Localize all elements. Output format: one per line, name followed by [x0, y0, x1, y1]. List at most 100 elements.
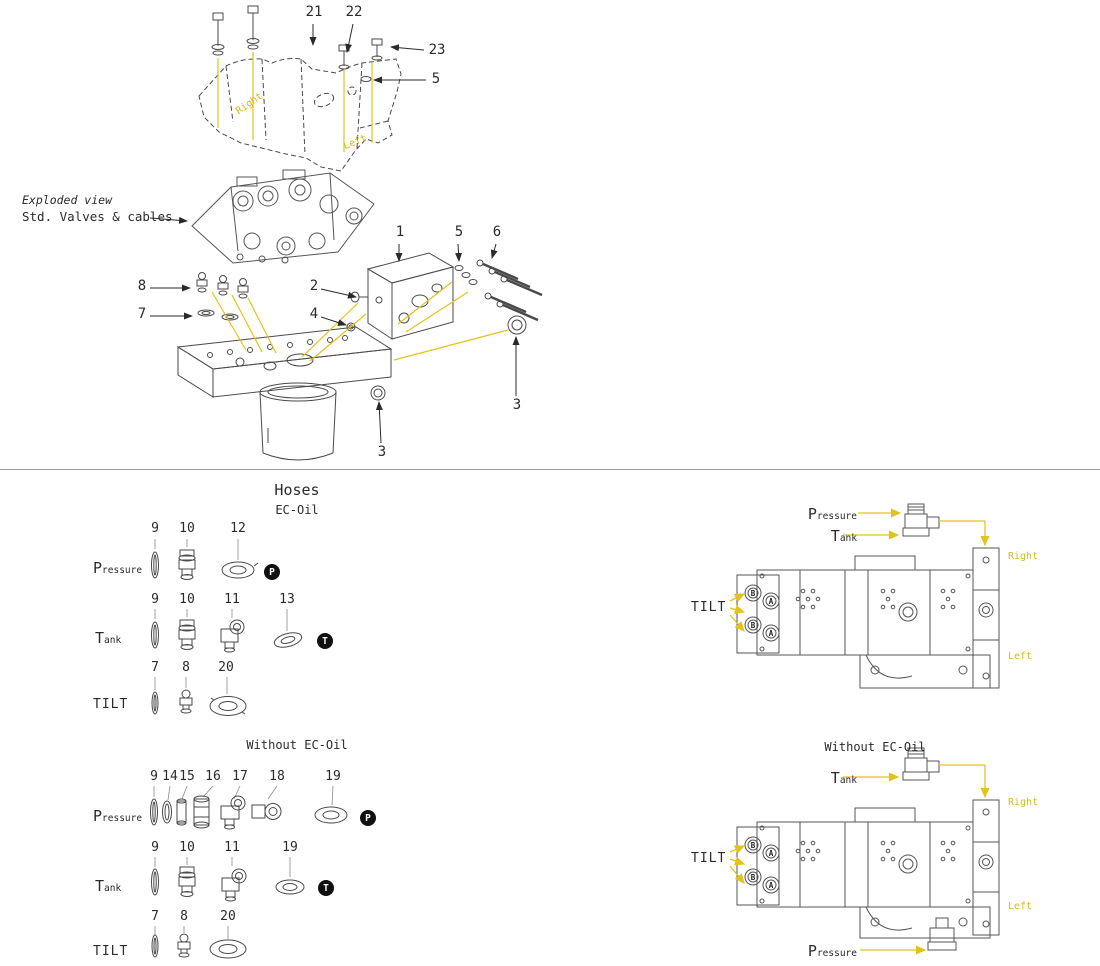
- callout-2: 2: [309, 278, 319, 294]
- callout-5-cover: 5: [431, 71, 441, 87]
- callout-6: 6: [492, 224, 502, 240]
- exploded-view-drawing: [149, 5, 543, 461]
- part-number: 17: [232, 769, 248, 784]
- callout-arrows: [149, 23, 520, 444]
- d2-right-label: Right: [1008, 797, 1039, 808]
- section-divider: [0, 469, 1100, 470]
- bottom-manifold-drawing: [176, 326, 393, 401]
- part-12-flange: [221, 561, 259, 579]
- part-9-oring: [151, 551, 159, 579]
- part-number: 9: [151, 521, 159, 536]
- part-number: 9: [151, 592, 159, 607]
- part-7-oring: [151, 691, 159, 715]
- port-label-a: A: [768, 628, 774, 638]
- d2-tank-label: Tank: [830, 769, 857, 787]
- part-number: 8: [182, 660, 190, 675]
- part-10-nipple: [178, 549, 196, 580]
- pressure-badge: P: [360, 810, 376, 826]
- std-valve-assembly-drawing: [191, 169, 375, 264]
- fittings-drawing: [196, 272, 249, 321]
- part-number: 18: [269, 769, 285, 784]
- valve-diagrams-drawing: [729, 503, 1000, 955]
- pressure-badge: P: [264, 564, 280, 580]
- part-number: 15: [179, 769, 195, 784]
- part-11-elbow: [221, 868, 247, 902]
- part-8-fitting: [179, 689, 193, 714]
- part-number: 14: [162, 769, 178, 784]
- part-number: 11: [224, 592, 240, 607]
- part-number: 7: [151, 909, 159, 924]
- washers-drawing: [454, 265, 478, 285]
- part-number: 10: [179, 592, 195, 607]
- part-8-fitting: [177, 933, 191, 958]
- part-number: 10: [179, 840, 195, 855]
- part-number: 8: [180, 909, 188, 924]
- callout-22: 22: [345, 4, 363, 20]
- part-number: 13: [279, 592, 295, 607]
- d1-tilt-label: TILT: [691, 600, 727, 615]
- callout-1: 1: [395, 224, 405, 240]
- part-number: 11: [224, 840, 240, 855]
- port-label-b: B: [750, 872, 756, 882]
- part-11-elbow: [220, 619, 245, 653]
- without-ec-oil-group-title: Without EC-Oil: [246, 738, 348, 752]
- tank-badge: T: [317, 633, 333, 649]
- d2-left-label: Left: [1008, 901, 1033, 912]
- hose-routing-lines: [211, 52, 509, 362]
- port-label-b: B: [750, 840, 756, 850]
- part-9-oring: [151, 621, 159, 649]
- row-label-pressure: Pressure: [93, 807, 143, 825]
- part-10-nipple: [178, 619, 196, 650]
- port-label-a: A: [768, 848, 774, 858]
- hoses-title: Hoses: [274, 481, 320, 499]
- plug-right-drawing: [507, 315, 527, 335]
- part-number: 12: [230, 521, 246, 536]
- part-number: 19: [282, 840, 298, 855]
- part-17-elbow: [220, 795, 246, 830]
- filter-drawing: [259, 382, 337, 461]
- valve-block-bottom: [736, 747, 1000, 951]
- callout-3-bottom: 3: [377, 444, 387, 460]
- callout-21: 21: [305, 4, 323, 20]
- d1-tank-label: Tank: [830, 527, 857, 545]
- part-number: 10: [179, 521, 195, 536]
- part-number: 20: [218, 660, 234, 675]
- row-label-tank: Tank: [95, 629, 122, 647]
- callout-4: 4: [309, 306, 319, 322]
- d2-title: Without EC-Oil: [824, 740, 926, 754]
- hose-parts-drawing: [150, 539, 348, 959]
- number-leader-ticks: [153, 539, 334, 939]
- part-10-nipple: [178, 866, 196, 897]
- row-label-tilt: TILT: [93, 944, 129, 959]
- callout-5-block: 5: [454, 224, 464, 240]
- std-valves-caption: Std. Valves & cables: [22, 209, 173, 224]
- part-19-washer: [314, 806, 348, 824]
- manifold-block-drawing: [346, 252, 455, 340]
- port-label-a: A: [768, 596, 774, 606]
- callout-23: 23: [428, 42, 446, 58]
- valve-block-top: [736, 503, 1000, 689]
- part-14-ring: [162, 800, 172, 824]
- part-13-washer: [273, 632, 303, 648]
- port-label-b: B: [750, 620, 756, 630]
- part-number: 20: [220, 909, 236, 924]
- part-number: 9: [150, 769, 158, 784]
- row-label-tank: Tank: [95, 877, 122, 895]
- part-15-sleeve: [176, 798, 187, 826]
- part-19-washer: [275, 879, 305, 895]
- callout-3-right: 3: [512, 397, 522, 413]
- part-16-sleeve: [193, 795, 210, 829]
- callout-8: 8: [137, 278, 147, 294]
- d1-left-label: Left: [1008, 651, 1033, 662]
- d2-tilt-label: TILT: [691, 851, 727, 866]
- part-number: 16: [205, 769, 221, 784]
- part-9-oring: [150, 798, 158, 826]
- part-20-flange: [209, 696, 247, 716]
- part-20-flange: [209, 939, 247, 959]
- exploded-view-caption: Exploded view: [22, 193, 113, 207]
- d1-pressure-label: Pressure: [807, 505, 857, 523]
- part-18-fitting: [251, 803, 282, 820]
- hose-pointer-lines: [729, 508, 990, 955]
- part-9-oring: [151, 868, 159, 896]
